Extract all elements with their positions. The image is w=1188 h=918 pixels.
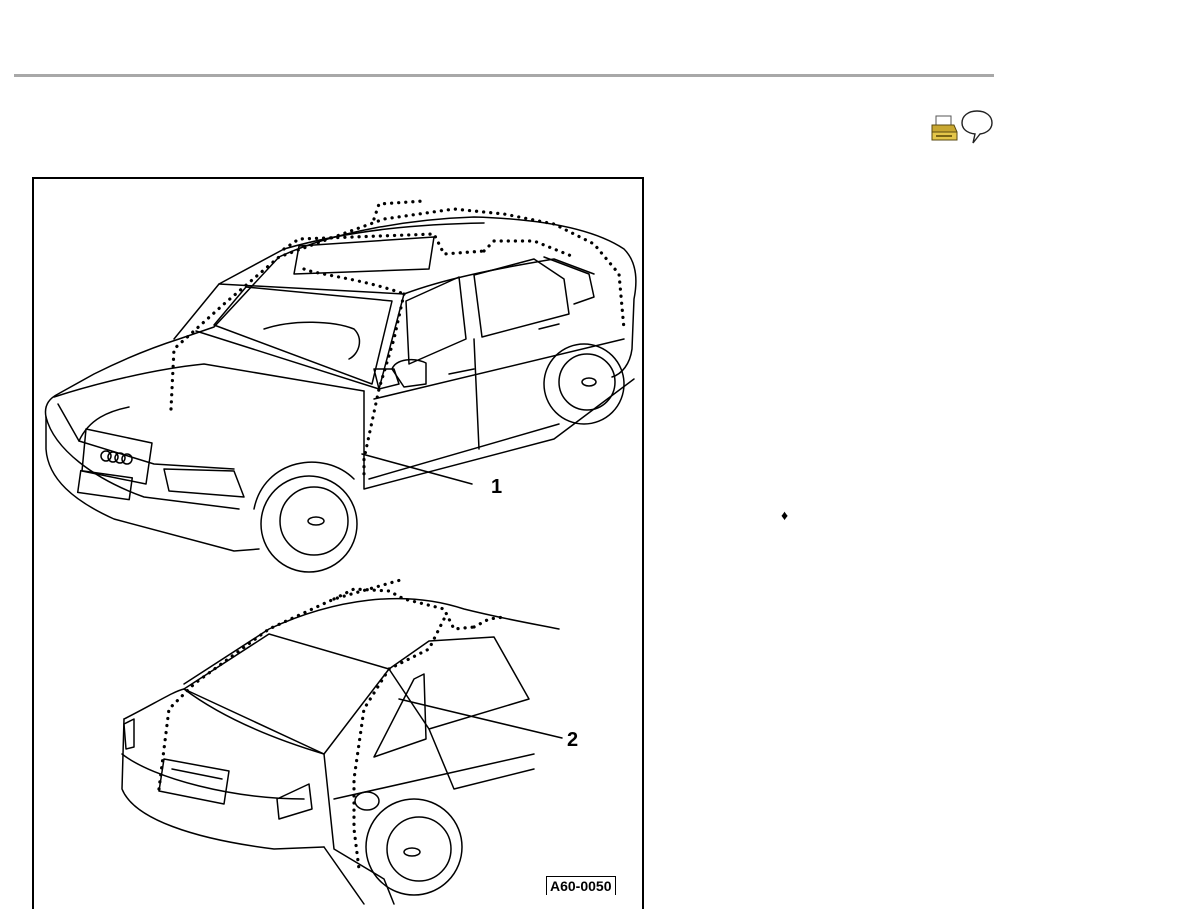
toolbar [930, 108, 996, 146]
feedback-button[interactable] [958, 108, 996, 146]
callout-1: 1 [491, 476, 503, 498]
print-button[interactable] [930, 114, 958, 144]
header-divider [14, 74, 994, 77]
car-illustration [44, 199, 637, 905]
print-icon [931, 115, 958, 141]
speech-bubble-icon [961, 110, 993, 144]
callout-2: 2 [567, 729, 579, 751]
figure-id-label: A60-0050 [546, 876, 616, 895]
wiring-harness-figure: 1 2 A60-0050 [32, 177, 644, 909]
bullet-marker: ♦ [781, 507, 789, 523]
